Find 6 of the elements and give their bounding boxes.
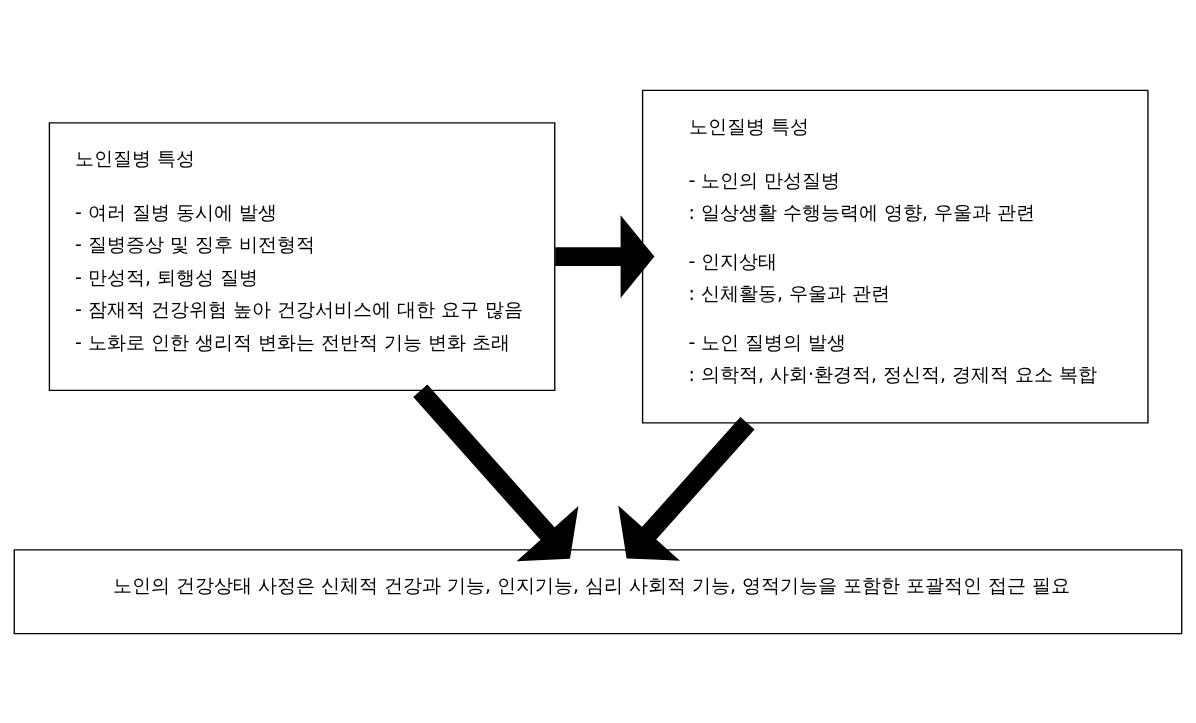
arrow	[413, 383, 579, 561]
arrow	[555, 214, 655, 298]
node-box: 노인의 건강상태 사정은 신체적 건강과 기능, 인지기능, 심리 사회적 기능, 영적기능을 포함한 포괄적인 접근 필요	[13, 548, 1183, 634]
arrow	[618, 416, 755, 561]
node-box: 노인질병 특성 - 노인의 만성질병 : 일상생활 수행능력에 영향, 우울과 관련 - 인지상태 : 신체활동, 우울과 관련 - 노인 질병의 발생 : 의학적, 사회·환경적, 정신적, 경제적 요소 복합	[641, 89, 1149, 423]
node-box: 노인질병 특성 - 여러 질병 동시에 발생 - 질병증상 및 징후 비전형적 - 만성적, 퇴행성 질병 - 잠재적 건강위험 높아 건강서비스에 대한 요구 많음 - 노화로 인한 생리적 변화는 전반적 기능 변화 초래	[48, 121, 556, 391]
